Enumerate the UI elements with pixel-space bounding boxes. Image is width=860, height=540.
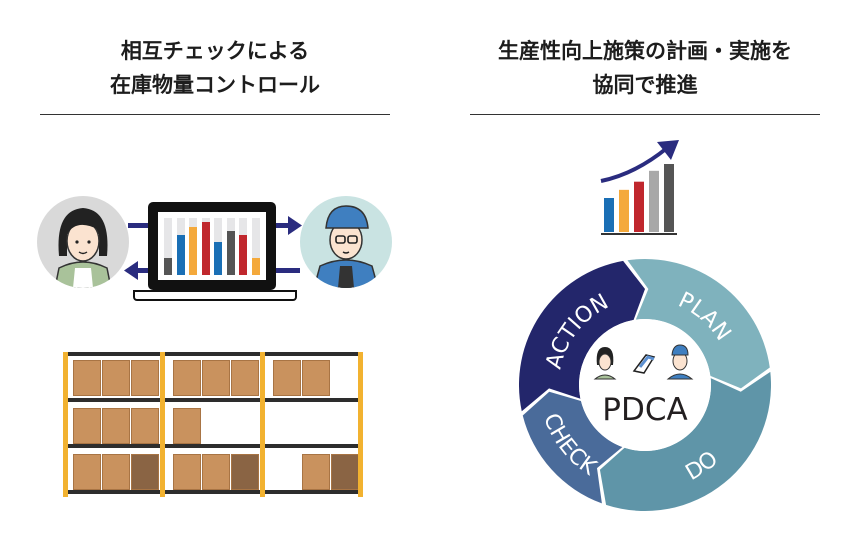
cardboard-box	[173, 454, 201, 490]
laptop-bar	[201, 222, 210, 275]
cardboard-box	[73, 360, 101, 396]
cardboard-box	[131, 454, 159, 490]
growth-chart-icon	[600, 140, 679, 235]
shelf-beam	[63, 352, 363, 356]
left-heading: 相互チェックによる 在庫物量コントロール	[35, 34, 395, 102]
laptop-base	[133, 290, 297, 301]
cardboard-box	[231, 454, 259, 490]
worker-small-icon	[666, 344, 694, 380]
cardboard-box	[102, 408, 130, 444]
cardboard-box	[331, 454, 359, 490]
cardboard-box	[131, 408, 159, 444]
laptop-bar-chart	[158, 212, 266, 280]
cardboard-box	[131, 360, 159, 396]
shelf-post	[260, 352, 265, 497]
growth-bar	[619, 189, 629, 232]
pdca-segment-plan	[627, 259, 770, 389]
pdca-center-label: PDCA	[602, 392, 687, 428]
cardboard-box	[202, 360, 230, 396]
left-title-line1: 相互チェックによる	[120, 39, 310, 63]
woman-small-icon	[593, 347, 617, 380]
arrow-worker-to-laptop	[276, 268, 300, 273]
pdca-segment-action	[519, 260, 645, 412]
laptop-bar-track	[214, 218, 222, 275]
shelf-post	[160, 352, 165, 497]
growth-bar	[634, 181, 644, 232]
cardboard-box	[173, 408, 201, 444]
laptop-bar	[239, 235, 247, 275]
growth-bar	[649, 170, 659, 232]
laptop-bar	[189, 226, 197, 275]
shelf-post	[63, 352, 68, 497]
laptop-bar-track	[226, 218, 235, 275]
shelf-post	[358, 352, 363, 497]
shelf-beam	[63, 444, 363, 448]
laptop-bar-track	[176, 218, 185, 275]
cardboard-box	[73, 454, 101, 490]
shelf-beam	[63, 398, 363, 402]
woman-avatar-icon	[37, 196, 129, 288]
cardboard-box	[173, 360, 201, 396]
laptop-bar-track	[189, 218, 197, 275]
arrow-laptop-to-worker-line	[276, 223, 290, 228]
right-heading: 生産性向上施策の計画・実施を 協同で推進	[465, 34, 825, 102]
warehouse-shelving-illustration	[63, 352, 363, 497]
left-title-line2: 在庫物量コントロール	[110, 73, 320, 97]
laptop-bar	[176, 235, 185, 275]
arrow-left-icon	[124, 261, 138, 280]
laptop-bar	[164, 257, 172, 275]
cardboard-box	[302, 360, 330, 396]
arrow-woman-to-laptop	[128, 223, 150, 228]
cardboard-box	[102, 454, 130, 490]
right-title-line2: 協同で推進	[592, 73, 698, 97]
cardboard-box	[273, 360, 301, 396]
left-divider	[40, 114, 390, 115]
cardboard-box	[231, 360, 259, 396]
laptop-icon	[148, 202, 276, 290]
laptop-bar-track	[164, 218, 172, 275]
shelf-beam	[63, 490, 363, 494]
right-divider	[470, 114, 820, 115]
arrow-laptop-to-woman-line	[138, 268, 150, 273]
laptop-bar	[214, 241, 222, 275]
cardboard-box	[302, 454, 330, 490]
laptop-bar-track	[239, 218, 247, 275]
cardboard-box	[202, 454, 230, 490]
arrow-right-icon	[288, 216, 302, 235]
laptop-bar	[226, 230, 235, 275]
cardboard-box	[102, 360, 130, 396]
pdca-segment-check	[522, 391, 623, 504]
right-title-line1: 生産性向上施策の計画・実施を	[498, 39, 792, 63]
pdca-segment-do	[599, 371, 771, 511]
growth-bar	[664, 164, 674, 232]
cardboard-box	[73, 408, 101, 444]
handshake-icon	[632, 354, 656, 374]
laptop-bar	[251, 257, 260, 275]
growth-bar	[604, 198, 614, 232]
laptop-bar-track	[251, 218, 260, 275]
laptop-bar-track	[201, 218, 210, 275]
worker-avatar-icon	[300, 196, 392, 288]
